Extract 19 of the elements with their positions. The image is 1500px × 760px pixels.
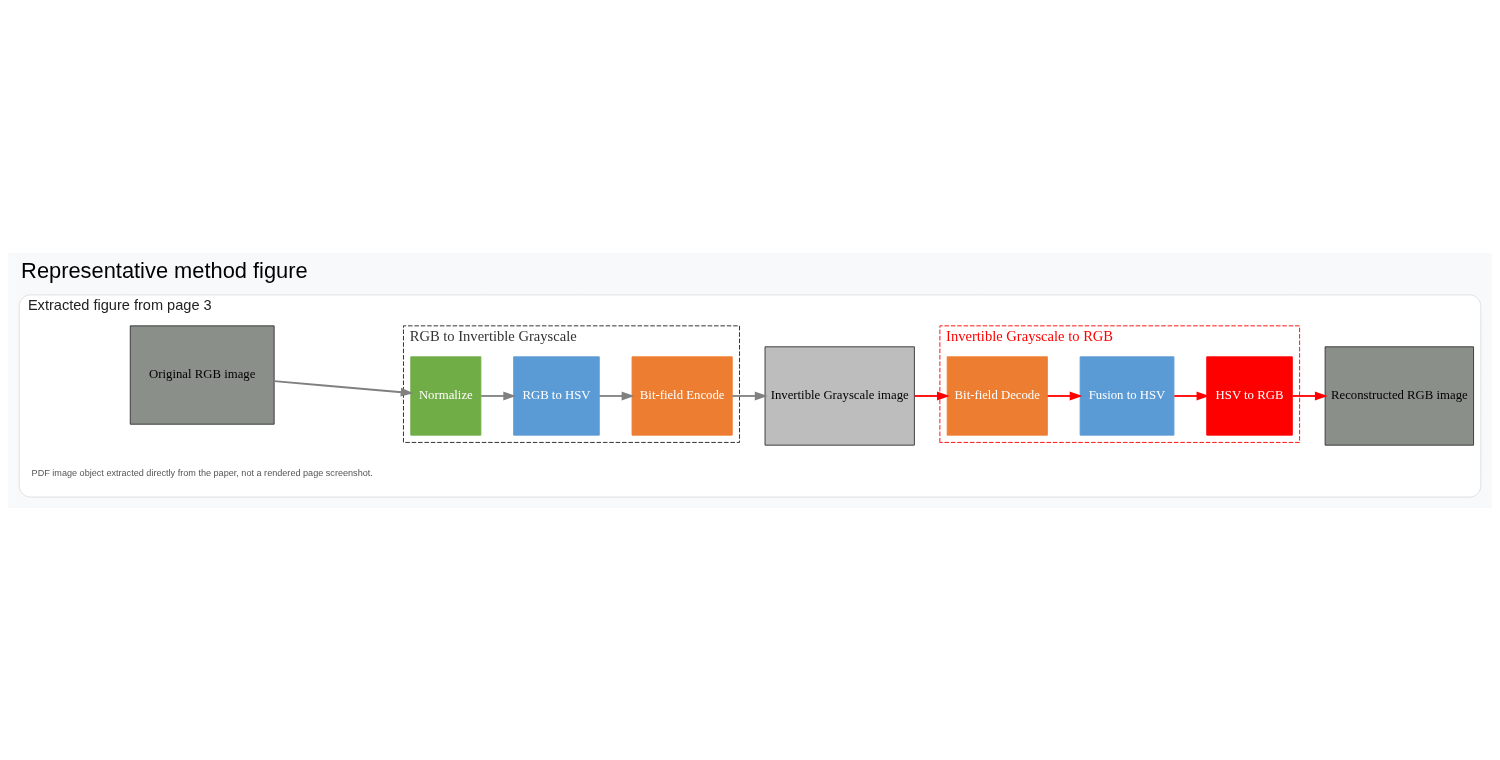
node-box: Normalize: [410, 355, 482, 436]
arrow: [1173, 391, 1210, 400]
arrow: [913, 391, 950, 400]
arrow: [1046, 391, 1083, 400]
node-box: Bit-field Encode: [631, 355, 733, 436]
arrow: [480, 391, 517, 400]
node-box: Reconstructed RGB image: [1324, 345, 1474, 446]
node-box: Original RGB image: [129, 324, 275, 425]
node-box: Invertible Grayscale image: [764, 345, 915, 446]
arrow: [273, 379, 414, 397]
diagram-title: Representative method figure: [21, 257, 308, 283]
node-box: RGB to HSV: [513, 355, 600, 436]
node-box: Fusion to HSV: [1079, 355, 1175, 436]
node-box: Bit-field Decode: [946, 355, 1048, 436]
arrow: [1291, 391, 1328, 400]
arrow: [598, 391, 635, 400]
node-box: HSV to RGB: [1206, 355, 1293, 436]
arrow: [731, 391, 768, 400]
label: PDF image object extracted directly from the paper, not a rendered page screenshot.: [31, 467, 373, 478]
